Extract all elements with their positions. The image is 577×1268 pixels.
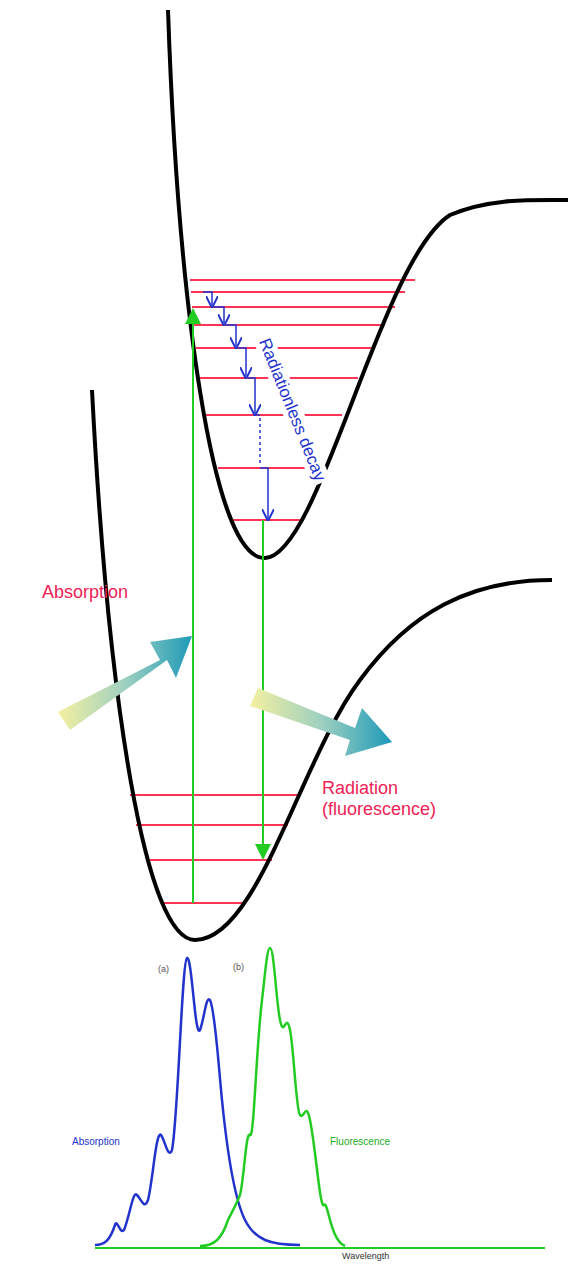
excited-levels (190, 280, 415, 520)
process-label: Radiation (fluorescence) (322, 778, 472, 819)
process-label: Absorption (42, 582, 128, 603)
peak-tag: (b) (233, 962, 244, 972)
spectrum-label: Fluorescence (330, 1136, 390, 1148)
process-label: Radiationless decay (253, 333, 330, 487)
emission-transition (262, 520, 264, 852)
baseline (95, 1247, 545, 1249)
absorption-spectrum (95, 958, 300, 1245)
absorption-transition (192, 316, 194, 903)
spectrum-label: Absorption (72, 1136, 120, 1148)
radiation-arrow (250, 688, 392, 756)
fluorescence-spectrum (200, 948, 345, 1246)
radiationless-steps (203, 292, 268, 518)
absorption-arrow (58, 636, 192, 730)
axis-label: Wavelength (342, 1251, 389, 1261)
peak-tag: (a) (158, 964, 169, 974)
excited-potential (168, 10, 568, 558)
